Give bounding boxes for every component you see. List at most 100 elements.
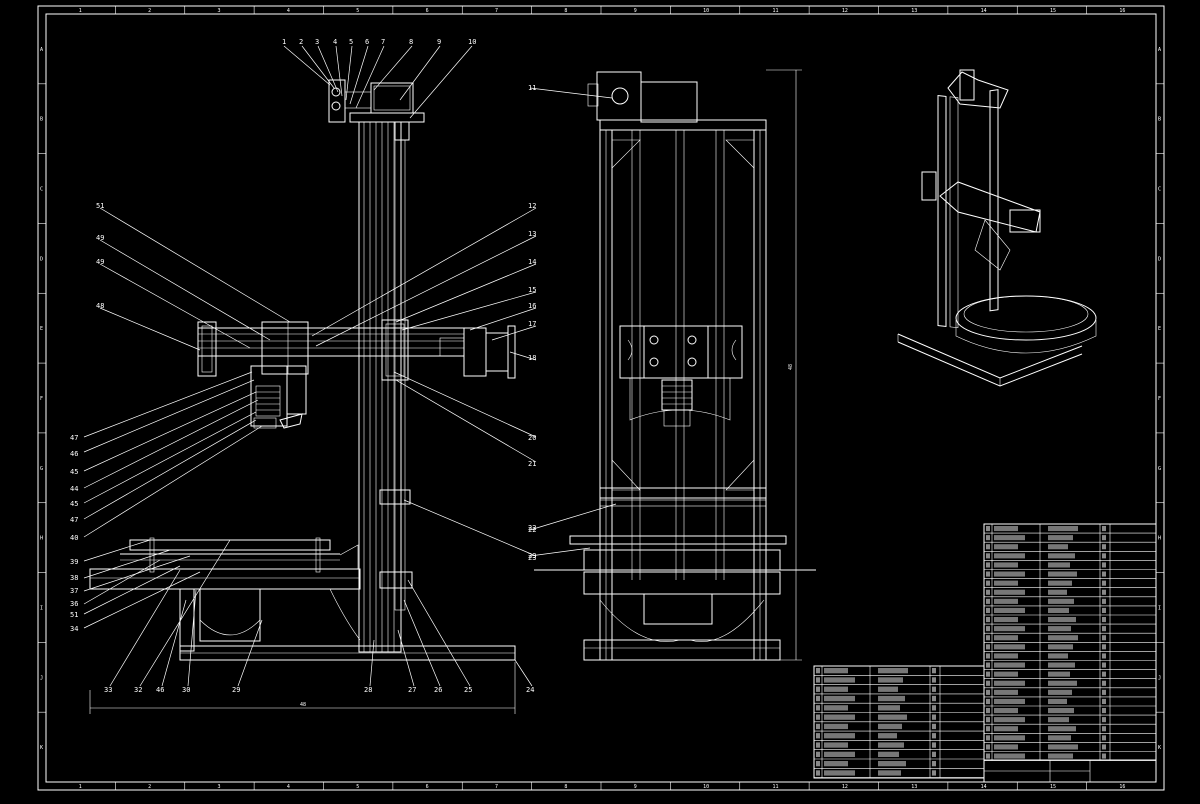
part-number-label: 24 <box>526 686 534 694</box>
zone-label-left: G <box>40 466 43 472</box>
part-number-label: 5 <box>349 38 353 46</box>
zone-label-bottom: 8 <box>564 784 567 790</box>
zone-label-right: I <box>1158 605 1161 611</box>
zone-label-bottom: 4 <box>287 784 290 790</box>
part-number-label: 47 <box>70 516 78 524</box>
part-number-label: 16 <box>528 302 536 310</box>
zone-label-bottom: 1 <box>79 784 82 790</box>
zone-label-right: F <box>1158 396 1161 402</box>
part-number-label: 28 <box>364 686 372 694</box>
part-number-label: 11 <box>528 84 536 92</box>
part-number-label: 27 <box>408 686 416 694</box>
front-view: 48 <box>89 79 516 714</box>
zone-label-right: A <box>1158 47 1161 53</box>
part-number-label: 26 <box>434 686 442 694</box>
part-number-label: 18 <box>528 354 536 362</box>
zone-label-top: 6 <box>426 8 429 14</box>
zone-label-bottom: 2 <box>148 784 151 790</box>
title-block <box>983 759 1157 783</box>
part-number-label: 9 <box>437 38 441 46</box>
part-number-label: 23 <box>528 552 536 560</box>
zone-label-bottom: 14 <box>981 784 987 790</box>
zone-label-left: I <box>40 605 43 611</box>
zone-label-left: K <box>40 745 43 751</box>
zone-label-right: K <box>1158 745 1161 751</box>
part-number-label: 14 <box>528 258 536 266</box>
part-number-label: 44 <box>70 485 78 493</box>
part-number-label: 3 <box>315 38 319 46</box>
zone-label-right: D <box>1158 256 1161 262</box>
part-number-label: 49 <box>96 234 104 242</box>
part-number-label: 2 <box>299 38 303 46</box>
zone-label-right: B <box>1158 117 1161 123</box>
zone-label-top: 11 <box>772 8 778 14</box>
zone-label-top: 15 <box>1050 8 1056 14</box>
zone-label-left: D <box>40 256 43 262</box>
zone-label-bottom: 5 <box>356 784 359 790</box>
zone-label-left: C <box>40 187 43 193</box>
part-number-label: 46 <box>70 450 78 458</box>
part-number-label: 29 <box>232 686 240 694</box>
zone-label-bottom: 7 <box>495 784 498 790</box>
zone-label-top: 16 <box>1119 8 1125 14</box>
part-number-label: 32 <box>134 686 142 694</box>
side-view: 48 <box>534 69 816 661</box>
part-number-label: 49 <box>96 258 104 266</box>
zone-label-top: 7 <box>495 8 498 14</box>
part-number-label: 33 <box>104 686 112 694</box>
zone-label-right: C <box>1158 187 1161 193</box>
zone-label-bottom: 10 <box>703 784 709 790</box>
zone-label-right: G <box>1158 466 1161 472</box>
zone-label-top: 14 <box>981 8 987 14</box>
zone-label-top: 3 <box>217 8 220 14</box>
front-view-dimension: 48 <box>300 702 306 708</box>
side-view-dimension: 48 <box>788 364 794 370</box>
zone-label-bottom: 12 <box>842 784 848 790</box>
part-number-label: 22 <box>528 526 536 534</box>
part-number-label: 45 <box>70 468 78 476</box>
part-number-label: 23 <box>528 554 536 562</box>
part-number-label: 4 <box>333 38 337 46</box>
zone-label-left: B <box>40 117 43 123</box>
part-number-label: 34 <box>70 625 78 633</box>
zone-label-bottom: 16 <box>1119 784 1125 790</box>
part-number-label: 21 <box>528 460 536 468</box>
part-number-label: 25 <box>464 686 472 694</box>
zone-label-bottom: 6 <box>426 784 429 790</box>
zone-label-top: 4 <box>287 8 290 14</box>
zone-label-left: F <box>40 396 43 402</box>
zone-label-right: J <box>1158 675 1161 681</box>
zone-label-bottom: 15 <box>1050 784 1056 790</box>
front-view-leaders <box>83 45 537 687</box>
zone-label-left: H <box>40 536 43 542</box>
zone-label-top: 2 <box>148 8 151 14</box>
part-number-label: 12 <box>528 202 536 210</box>
zone-label-top: 12 <box>842 8 848 14</box>
zone-label-bottom: 9 <box>634 784 637 790</box>
part-number-label: 13 <box>528 230 536 238</box>
part-number-label: 36 <box>70 600 78 608</box>
part-number-label: 20 <box>528 434 536 442</box>
parts-list-bottom <box>813 665 985 779</box>
zone-label-top: 13 <box>911 8 917 14</box>
part-number-label: 1 <box>282 38 286 46</box>
zone-label-top: 9 <box>634 8 637 14</box>
part-number-label: 10 <box>468 38 476 46</box>
part-number-label: 15 <box>528 286 536 294</box>
part-number-label: 48 <box>96 302 104 310</box>
part-number-label: 7 <box>381 38 385 46</box>
zone-label-bottom: 13 <box>911 784 917 790</box>
zone-label-top: 10 <box>703 8 709 14</box>
part-number-label: 40 <box>70 534 78 542</box>
zone-label-top: 1 <box>79 8 82 14</box>
zone-label-bottom: 3 <box>217 784 220 790</box>
part-number-label: 47 <box>70 434 78 442</box>
zone-label-bottom: 11 <box>772 784 778 790</box>
zone-label-top: 5 <box>356 8 359 14</box>
zone-label-left: J <box>40 675 43 681</box>
part-number-label: 30 <box>182 686 190 694</box>
drawing-frame: 1122334455667788991010111112121313141415… <box>37 5 1165 791</box>
